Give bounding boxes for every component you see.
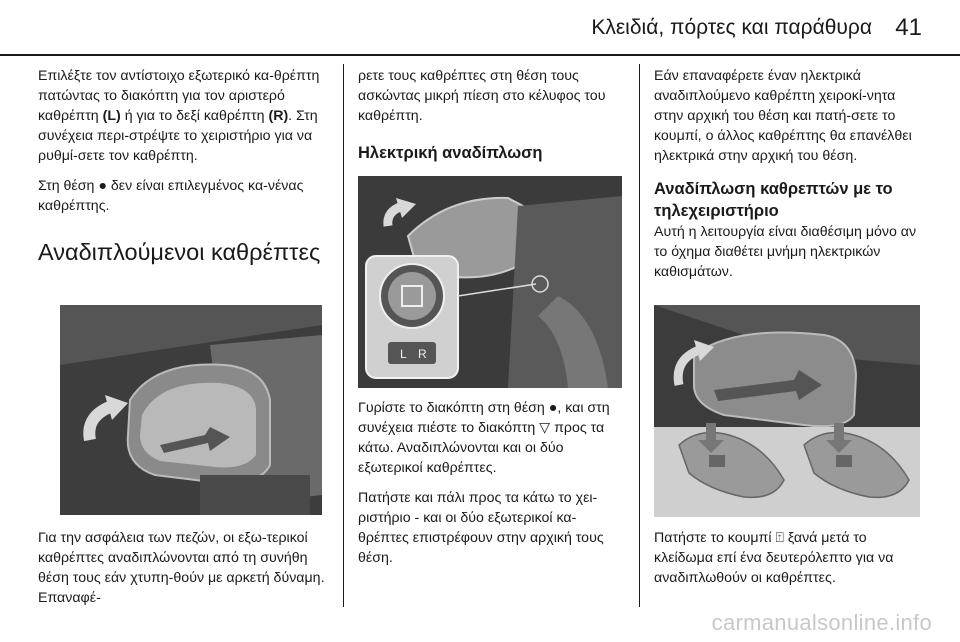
col3-paragraph-2: Αυτή η λειτουργία είναι διαθέσιμη μόνο α… [654, 224, 917, 280]
section-heading-remote-folding: Αναδίπλωση καθρεπτών με το τηλεχειριστήρ… [654, 180, 893, 220]
col3-paragraph-3: Πατήστε το κουμπί ⍐ ξανά μετά το κλείδωμ… [654, 530, 894, 586]
watermark: carmanualsonline.info [711, 610, 932, 635]
header-rule [0, 54, 960, 56]
switch-label-right: R [418, 347, 427, 361]
col1-paragraph-1: Επιλέξτε τον αντίστοιχο εξωτερικό κα-θρέ… [38, 68, 320, 164]
col1-paragraph-3: Για την ασφάλεια των πεζών, οι εξω-τερικ… [38, 530, 325, 606]
figure-mirror-switch: L R [358, 176, 622, 388]
column-divider-1 [343, 64, 344, 607]
fold-switch-icon: ▽ [539, 420, 551, 436]
column-divider-2 [639, 64, 640, 607]
switch-label-left: L [400, 347, 407, 361]
col3-paragraph-1: Εάν επαναφέρετε έναν ηλεκτρικά αναδιπλού… [654, 68, 912, 164]
column-2: ρετε τους καθρέπτες στη θέση τους ασκώντ… [358, 66, 626, 178]
figure-folding-mirror [60, 305, 322, 515]
col2-paragraph-1: ρετε τους καθρέπτες στη θέση τους ασκώντ… [358, 68, 606, 124]
column-3-bottom: Πατήστε το κουμπί ⍐ ξανά μετά το κλείδωμ… [654, 528, 926, 598]
page-number: 41 [895, 14, 922, 41]
dot-symbol: ● [98, 178, 107, 194]
column-3: Εάν επαναφέρετε έναν ηλεκτρικά αναδιπλού… [654, 66, 924, 292]
lock-button-icon: ⍐ [775, 530, 784, 546]
folding-mirror-illustration [60, 305, 322, 515]
col2-paragraph-2: Γυρίστε το διακόπτη στη θέση ●, και στη … [358, 400, 610, 476]
section-heading-folding-mirrors: Αναδιπλούμενοι καθρέπτες [38, 239, 321, 265]
header-title: Κλειδιά, πόρτες και παράθυρα [591, 16, 872, 39]
column-1-bottom: Για την ασφάλεια των πεζών, οι εξω-τερικ… [38, 528, 334, 618]
column-2-bottom: Γυρίστε το διακόπτη στη θέση ●, και στη … [358, 398, 626, 578]
col1-paragraph-2: Στη θέση ● δεν είναι επιλεγμένος κα-νένα… [38, 178, 304, 214]
figure-remote-key [654, 305, 920, 517]
dot-symbol: ● [548, 400, 558, 416]
column-1: Επιλέξτε τον αντίστοιχο εξωτερικό κα-θρέ… [38, 66, 334, 281]
col2-paragraph-3: Πατήστε και πάλι προς τα κάτω το χει-ρισ… [358, 490, 604, 566]
section-heading-electric-folding: Ηλεκτρική αναδίπλωση [358, 144, 543, 162]
mirror-switch-illustration: L R [358, 176, 622, 388]
remote-key-illustration [654, 305, 920, 517]
